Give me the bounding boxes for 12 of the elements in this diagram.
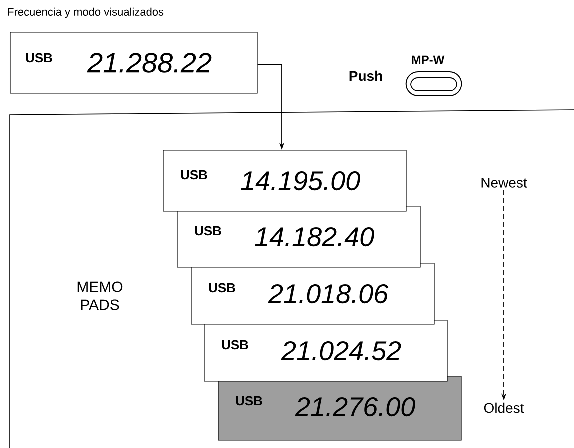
order-label: Newest [482,178,528,188]
button-label: MP-W [412,56,445,64]
memo-display: USB 21.018.06 [191,263,435,325]
memo-display: USB 21.276.00 [218,376,462,441]
order-label: Oldest [484,402,524,414]
memo-display: USB 14.195.00 [163,150,407,212]
memo-display: USB 21.024.52 [204,320,448,382]
display-box: USB 21.288.22 [10,32,258,94]
panel-label: MEMO PADS [78,282,123,310]
push-label: Push [350,70,382,82]
memo-display: USB 14.182.40 [177,206,421,268]
display-caption: Frecuencia y modo visualizados [8,8,164,18]
